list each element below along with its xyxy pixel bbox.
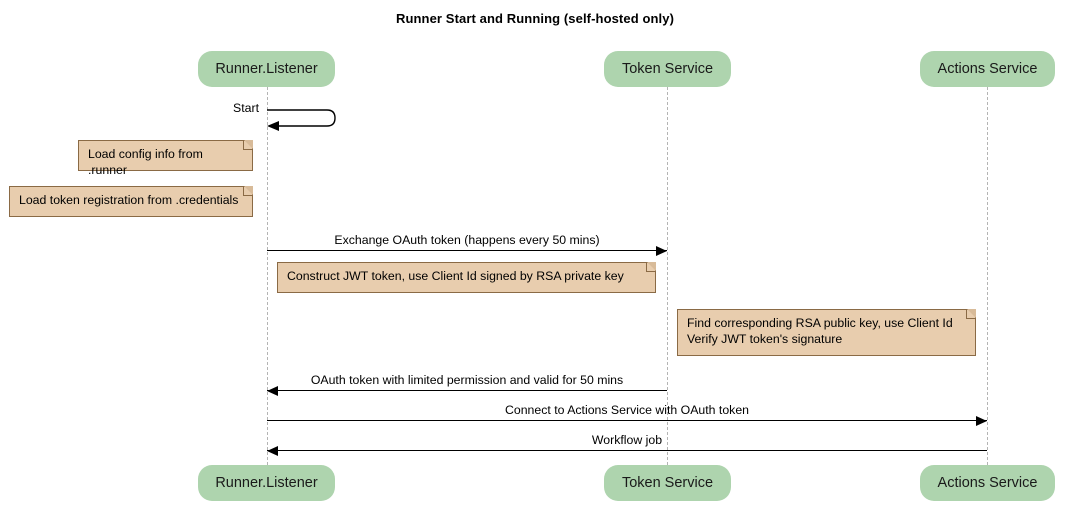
arrowhead-connect-actions-icon (976, 415, 987, 426)
message-line-oauth-return (267, 390, 667, 391)
participant-token-bottom[interactable]: Token Service (604, 465, 731, 501)
participant-runner-bottom[interactable]: Runner.Listener (198, 465, 335, 501)
note-verify: Find corresponding RSA public key, use C… (677, 309, 976, 356)
arrowhead-exchange-oauth-icon (656, 245, 667, 256)
message-label-oauth-return: OAuth token with limited permission and … (310, 373, 624, 387)
note-credentials: Load token registration from .credential… (9, 186, 253, 217)
note-fold-corner-icon (967, 309, 976, 318)
note-text: Load config info from .runner (88, 147, 203, 177)
note-fold-corner-icon (244, 186, 253, 195)
message-line-connect-actions (267, 420, 987, 421)
participant-label: Token Service (621, 61, 714, 77)
participant-label: Runner.Listener (215, 61, 318, 77)
message-label-exchange-oauth: Exchange OAuth token (happens every 50 m… (334, 233, 600, 247)
message-line-workflow-job (267, 450, 987, 451)
participant-actions-bottom[interactable]: Actions Service (920, 465, 1055, 501)
participant-label: Runner.Listener (215, 475, 318, 491)
note-text: Load token registration from .credential… (19, 193, 239, 207)
page-title: Runner Start and Running (self-hosted on… (395, 11, 675, 26)
lifeline-runner (267, 87, 268, 465)
message-label-workflow-job: Workflow job (591, 433, 663, 447)
note-config: Load config info from .runner (78, 140, 253, 177)
message-label-connect-actions: Connect to Actions Service with OAuth to… (504, 403, 750, 417)
arrowhead-workflow-job-icon (267, 445, 278, 456)
participant-actions-top[interactable]: Actions Service (920, 51, 1055, 87)
participant-runner-top[interactable]: Runner.Listener (198, 51, 335, 87)
message-line-exchange-oauth (267, 250, 667, 251)
note-text: Find corresponding RSA public key, use C… (687, 316, 953, 346)
lifeline-actions (987, 87, 988, 465)
note-jwt: Construct JWT token, use Client Id signe… (277, 262, 656, 293)
participant-label: Actions Service (937, 61, 1038, 77)
note-fold-corner-icon (647, 262, 656, 271)
message-start (267, 104, 351, 136)
note-fold-corner-icon (244, 140, 253, 149)
message-label-start: Start (233, 101, 259, 115)
participant-token-top[interactable]: Token Service (604, 51, 731, 87)
arrowhead-oauth-return-icon (267, 385, 278, 396)
participant-label: Actions Service (937, 475, 1038, 491)
participant-label: Token Service (621, 475, 714, 491)
lifeline-token (667, 87, 668, 465)
note-text: Construct JWT token, use Client Id signe… (287, 269, 624, 283)
